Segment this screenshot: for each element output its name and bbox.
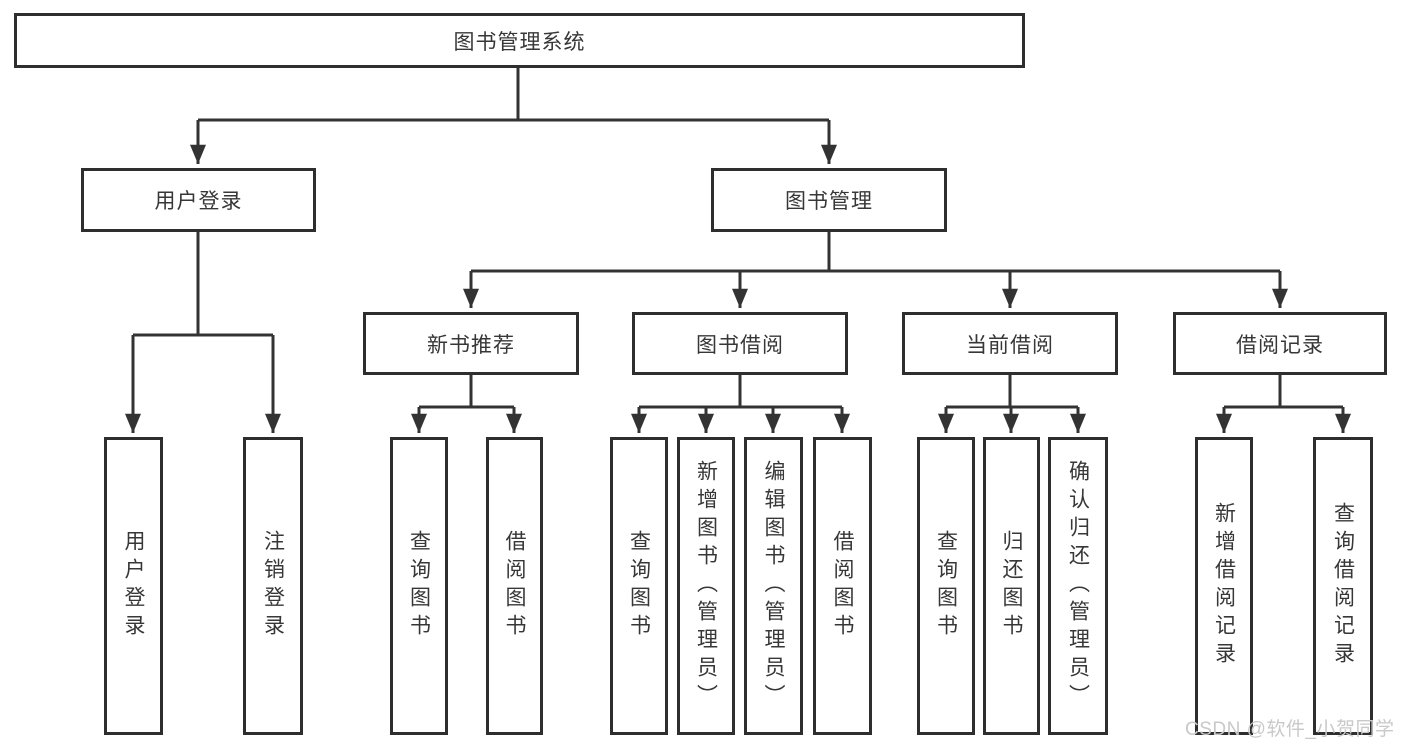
leaf-user-login: 用户登录 — [104, 437, 163, 735]
leaf-query-borrow-record: 查询借阅记录 — [1313, 437, 1373, 735]
connector-book-borrow — [639, 374, 842, 409]
leaf-query-books-borrow: 查询图书 — [610, 437, 668, 735]
leaf-add-books-admin: 新增图书（管理员） — [677, 437, 735, 735]
node-new-book-recommendation: 新书推荐 — [363, 312, 579, 375]
leaf-return-books: 归还图书 — [983, 437, 1040, 735]
leaf-borrow-books: 借阅图书 — [813, 437, 872, 735]
node-current-borrowing: 当前借阅 — [902, 312, 1118, 375]
node-user-login: 用户登录 — [81, 168, 316, 232]
connector-new-rec — [419, 374, 514, 409]
leaf-query-books-newrec: 查询图书 — [390, 437, 448, 735]
connector-book-mgmt — [471, 232, 1280, 273]
leaf-add-borrow-record: 新增借阅记录 — [1195, 437, 1253, 735]
connector-records — [1224, 374, 1343, 409]
node-library-system: 图书管理系统 — [14, 13, 1025, 68]
leaf-logout: 注销登录 — [243, 437, 303, 735]
leaf-edit-books-admin: 编辑图书（管理员） — [744, 437, 803, 735]
leaf-confirm-return-admin: 确认归还（管理员） — [1048, 437, 1108, 735]
node-book-management: 图书管理 — [711, 168, 947, 232]
connector-root — [198, 68, 829, 122]
node-book-borrowing: 图书借阅 — [632, 312, 848, 375]
leaf-query-books-current: 查询图书 — [917, 437, 975, 735]
csdn-watermark: CSDN @软件_小贺同学 — [1185, 719, 1395, 740]
node-borrowing-records: 借阅记录 — [1173, 312, 1387, 375]
connector-user-login — [133, 232, 273, 337]
leaf-borrow-books-newrec: 借阅图书 — [486, 437, 543, 735]
connector-cur-borrow — [946, 374, 1078, 409]
